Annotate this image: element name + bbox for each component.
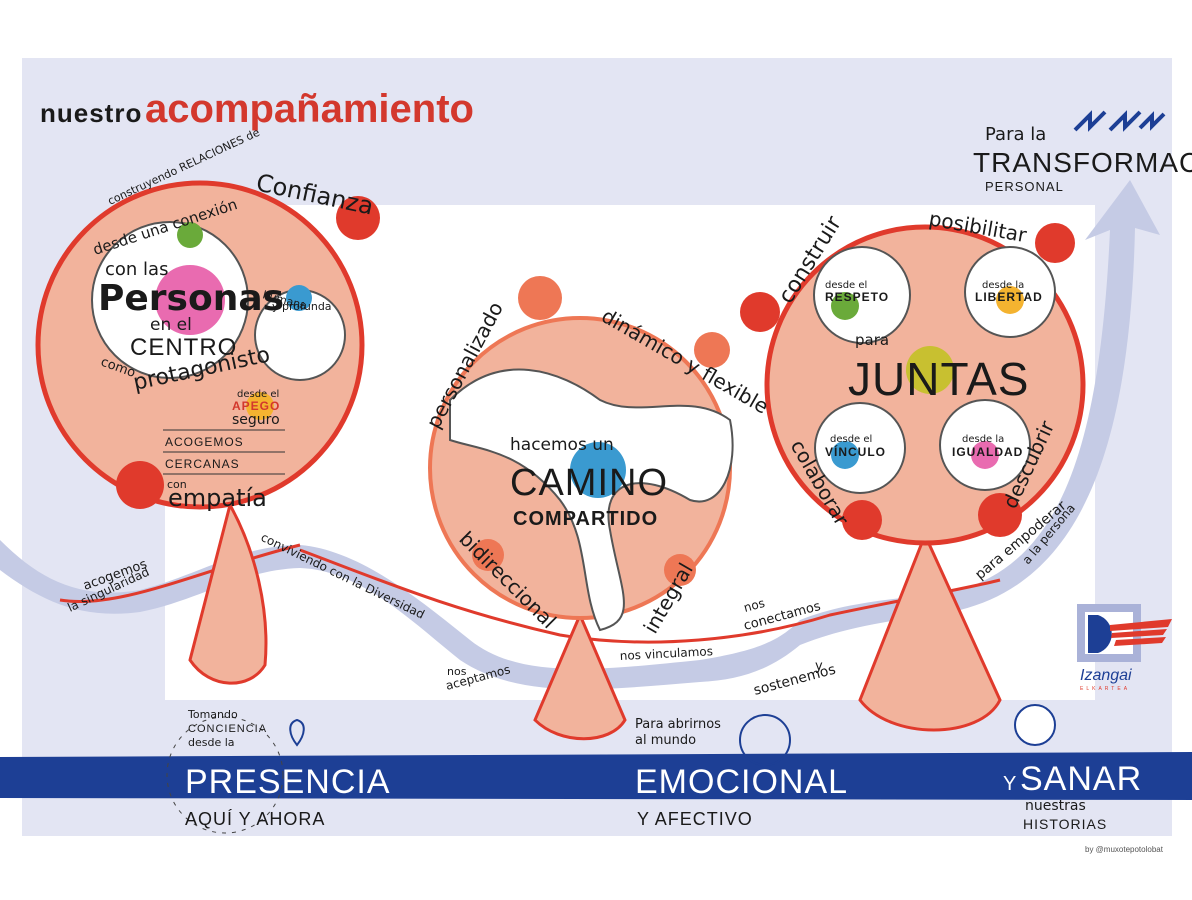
pink-dot [155, 265, 225, 335]
flex-icon [694, 332, 730, 368]
spiral-icon [518, 276, 562, 320]
handshake-icon [842, 500, 882, 540]
credit: by @muxotepotolobat [1085, 845, 1164, 854]
con: con [167, 478, 187, 491]
title-prefix: nuestro [40, 98, 142, 128]
sanar-sub1: nuestras [1025, 798, 1086, 814]
empatia: empatía [168, 484, 267, 512]
yellow-dot [246, 392, 274, 420]
footprint-path [449, 368, 734, 632]
vinculo-2: VÍNCULO [825, 444, 886, 459]
respeto-1: desde el [825, 280, 867, 291]
igualdad-1: desde la [962, 434, 1004, 445]
libertad-2: LIBERTAD [975, 290, 1043, 304]
bidirectional-icon [472, 539, 504, 571]
presencia-pre1: Tomando [187, 708, 238, 721]
acogemos: ACOGEMOS [165, 435, 244, 449]
blue-band [0, 752, 1192, 800]
goal-line2: TRANSFORMACIÓN [973, 147, 1192, 178]
para: para [855, 331, 889, 349]
libertad-1: desde la [982, 280, 1024, 291]
growth-arrow [960, 180, 1160, 610]
sanar-sub2: HISTORIAS [1023, 816, 1107, 832]
presence-dashed-circle [166, 716, 284, 834]
compartido: COMPARTIDO [513, 508, 658, 530]
emocional: EMOCIONAL [635, 763, 848, 801]
vinculo-1: desde el [830, 434, 872, 445]
blue-dot [286, 285, 312, 311]
apego-3: seguro [232, 412, 280, 428]
sanar-pre: Y [1003, 773, 1017, 795]
izangai-logo: Izangai ELKARTEA [1077, 604, 1172, 692]
presencia: PRESENCIA [185, 763, 391, 801]
ribbon-nos-1: nos [447, 665, 467, 678]
hacemos: hacemos un [510, 435, 614, 455]
blue-dot-right [831, 441, 859, 469]
pink-dot-right [971, 441, 999, 469]
goal-line1: Para la [985, 124, 1046, 145]
waves-icon [1073, 110, 1166, 132]
con-las: con las [105, 259, 168, 280]
respeto-bubble [813, 246, 911, 344]
yellow-dot-right [996, 286, 1024, 314]
goal-line3: PERSONAL [985, 179, 1064, 194]
ribbon-y: y [815, 659, 823, 674]
location-pin-icon [289, 718, 305, 747]
integral-icon [664, 554, 696, 586]
ribbon-nos-2: nos [742, 596, 766, 615]
green-dot-right [831, 292, 859, 320]
camino: CAMINO [510, 462, 668, 504]
build-icon [740, 292, 780, 332]
personas: Personas [98, 278, 284, 319]
sanar: SANAR [1020, 760, 1142, 798]
left-stem [188, 500, 268, 685]
apego-1: desde el [237, 389, 279, 400]
globe-icon [739, 714, 791, 766]
centro: CENTRO [130, 334, 237, 361]
ribbon-vinculamos: nos vinculamos [619, 644, 713, 663]
magnifier-icon [978, 493, 1022, 537]
igualdad-2: IGUALDAD [952, 445, 1023, 459]
blue-dot-middle [570, 442, 626, 498]
empathy-icon [116, 461, 164, 509]
page-title: acompañamiento [145, 87, 474, 131]
emocional-pre2: al mundo [635, 733, 696, 748]
emocional-sub: Y AFECTIVO [637, 809, 753, 829]
apego-2: APEGO [232, 399, 280, 413]
presencia-pre3: desde la [188, 736, 235, 749]
profunda: y profunda [272, 300, 332, 313]
presencia-pre2: CONCIENCIA [188, 723, 267, 735]
trust-icon [336, 196, 380, 240]
emocional-pre1: Para abrirnos [635, 717, 721, 732]
respeto-2: RESPETO [825, 290, 889, 304]
juntas: JUNTAS [848, 353, 1030, 405]
en-el: en el [150, 315, 192, 335]
olive-dot [906, 346, 954, 394]
green-dot [177, 222, 203, 248]
vinculo-bubble [814, 402, 906, 494]
enable-icon [1035, 223, 1075, 263]
logo-name: Izangai [1080, 667, 1132, 684]
presencia-sub: AQUÍ Y AHORA [185, 809, 325, 829]
logo-sub: ELKARTEA [1080, 686, 1130, 692]
right-stem [858, 531, 1002, 732]
middle-stem [533, 611, 627, 741]
cercanas: CERCANAS [165, 457, 240, 471]
child-drawing-icon [1014, 704, 1056, 746]
